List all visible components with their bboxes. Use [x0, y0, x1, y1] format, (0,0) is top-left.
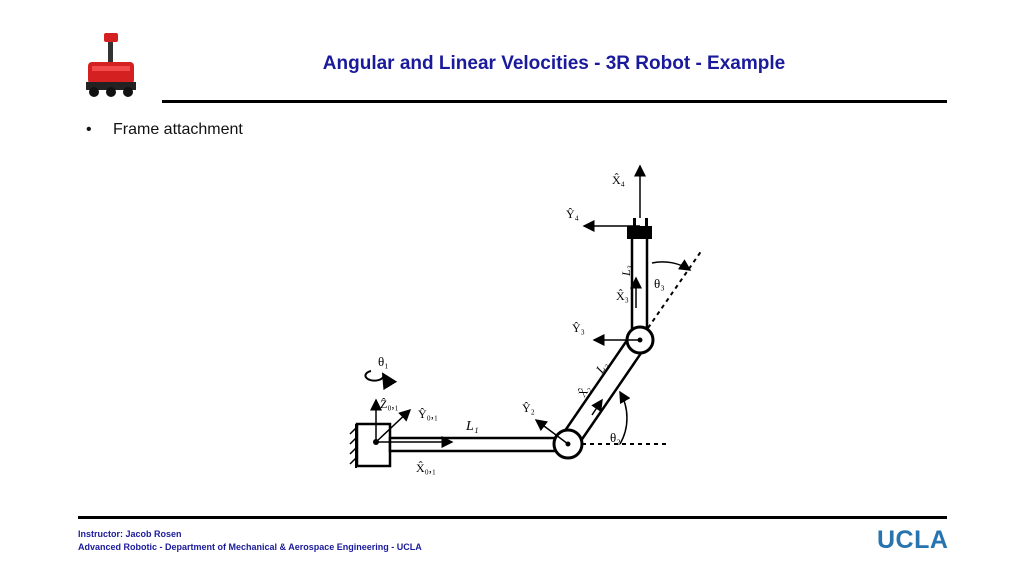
l3-label: L₃	[619, 265, 633, 277]
theta3-arc	[651, 259, 692, 271]
y2-label: Ŷ₂	[522, 401, 535, 415]
robot-logo-image	[86, 33, 136, 97]
base-block	[355, 422, 392, 468]
x3-label: X̂₃	[616, 289, 629, 303]
theta1-rotation-arrow	[364, 370, 398, 391]
y3-label: Ŷ₃	[572, 321, 585, 335]
theta2-label: θ₂	[610, 430, 621, 445]
y01-label: Ŷ₀,₁	[418, 407, 438, 421]
robot-logo	[80, 30, 140, 100]
footer: Instructor: Jacob Rosen Advanced Robotic…	[78, 528, 422, 554]
bullet-item: • Frame attachment	[86, 121, 243, 139]
theta1-label: θ₁	[378, 354, 389, 369]
footer-instructor: Instructor: Jacob Rosen	[78, 529, 182, 539]
link-1	[388, 436, 568, 453]
footer-divider	[78, 516, 947, 519]
bullet-text: Frame attachment	[113, 121, 243, 138]
bullet-dot: •	[86, 121, 92, 138]
title-divider	[162, 100, 947, 103]
x4-label: X̂₄	[612, 173, 625, 187]
robot-arm-diagram: θ₁ Ẑ₀,₁ Ŷ₀,₁ X̂₀,₁ L₁ Ŷ₂ X̂₂ L₂ θ₂ Ŷ₃ X̂…	[349, 164, 703, 475]
l1-label: L₁	[465, 419, 479, 434]
y01-axis	[375, 408, 412, 443]
footer-department: Advanced Robotic - Department of Mechani…	[78, 542, 422, 552]
z01-label: Ẑ₀,₁	[380, 397, 399, 411]
y2-axis	[534, 419, 569, 445]
ucla-logo: UCLA	[877, 526, 949, 554]
y4-label: Ŷ₄	[566, 207, 579, 221]
x01-label: X̂₀,₁	[416, 461, 436, 475]
theta2-arc	[619, 390, 631, 445]
x2-axis	[591, 398, 603, 416]
slide-title: Angular and Linear Velocities - 3R Robot…	[322, 53, 786, 74]
gripper	[627, 218, 652, 239]
ground-hatch	[349, 424, 357, 468]
link-3	[630, 233, 649, 342]
theta3-label: θ₃	[654, 276, 665, 291]
